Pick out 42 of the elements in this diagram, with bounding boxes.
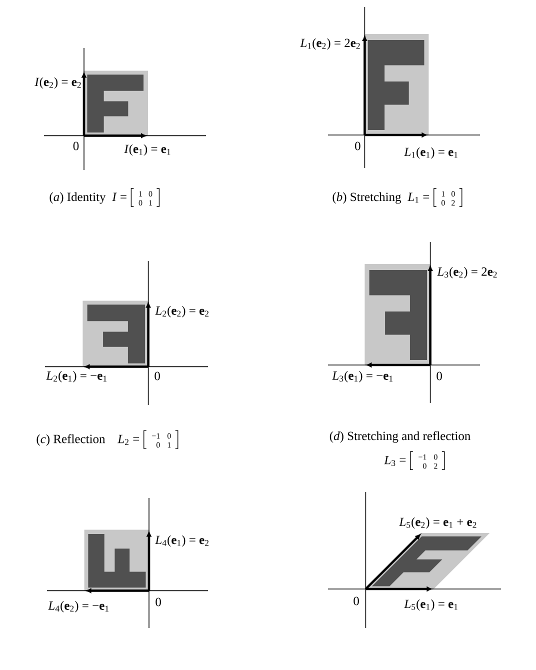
- matrix-entry: 0: [138, 200, 142, 206]
- matrix-entry: −1: [152, 433, 160, 439]
- origin-label: 0: [354, 596, 359, 606]
- matrix-entry: 1: [168, 442, 171, 448]
- vector-label: L$_{5}$(e$_{2}$) = e$_{1}$ + e$_{2}$: [399, 517, 476, 529]
- caption: (c) Reflection: [36, 434, 106, 446]
- matrix-entry: 2: [452, 200, 455, 206]
- matrix-entry: 1: [149, 200, 152, 206]
- caption: (b) Stretching: [332, 192, 402, 204]
- origin-label: 0: [154, 372, 160, 380]
- vector-label: I(e$_{1}$) = e$_{1}$: [124, 144, 170, 156]
- matrix-entry: −1: [418, 454, 426, 460]
- matrix-label: L$_{3}$ =: [384, 456, 406, 466]
- origin-label: 0: [73, 142, 79, 150]
- matrix-entry: 0: [423, 463, 426, 469]
- vector-label: L$_{2}$(e$_{2}$) = e$_{2}$: [155, 306, 209, 318]
- matrix-entry: 0: [167, 433, 171, 439]
- vector-label: L$_{3}$(e$_{2}$) = 2e$_{2}$: [437, 267, 497, 278]
- matrix-label: I =: [112, 192, 126, 201]
- vector-label: L$_{4}$(e$_{1}$) = e$_{2}$: [155, 535, 209, 547]
- origin-label: 0: [156, 598, 161, 606]
- vector-label: L$_{1}$(e$_{1}$) = e$_{1}$: [404, 147, 458, 159]
- matrix-label: L$_{2}$ =: [118, 434, 140, 445]
- vector-label: L$_{1}$(e$_{2}$) = 2e$_{2}$: [300, 38, 360, 50]
- caption: (a) Identity: [50, 192, 106, 204]
- vector-label: I(e$_{2}$) = e$_{2}$: [34, 77, 81, 89]
- matrix-entry: 0: [451, 191, 455, 197]
- vector-label: L$_{2}$(e$_{1}$) = −e$_{1}$: [46, 371, 107, 382]
- origin-label: 0: [436, 372, 442, 380]
- vector-label: L$_{3}$(e$_{1}$) = −e$_{1}$: [332, 371, 393, 382]
- matrix-entry: 1: [442, 191, 445, 196]
- matrix-entry: 0: [156, 442, 160, 448]
- matrix-entry: 0: [441, 200, 445, 206]
- matrix-label: L$_{1}$ =: [408, 192, 430, 203]
- caption: (d) Stretching and reflection: [330, 431, 470, 443]
- vector-label: L$_{5}$(e$_{1}$) = e$_{1}$: [404, 599, 458, 611]
- origin-label: 0: [355, 142, 360, 150]
- vector-label: L$_{4}$(e$_{2}$) = −e$_{1}$: [48, 601, 109, 612]
- matrix-entry: 0: [148, 191, 152, 197]
- matrix-entry: 0: [434, 454, 438, 460]
- matrix-entry: 2: [434, 463, 438, 469]
- matrix-entry: 1: [139, 191, 142, 196]
